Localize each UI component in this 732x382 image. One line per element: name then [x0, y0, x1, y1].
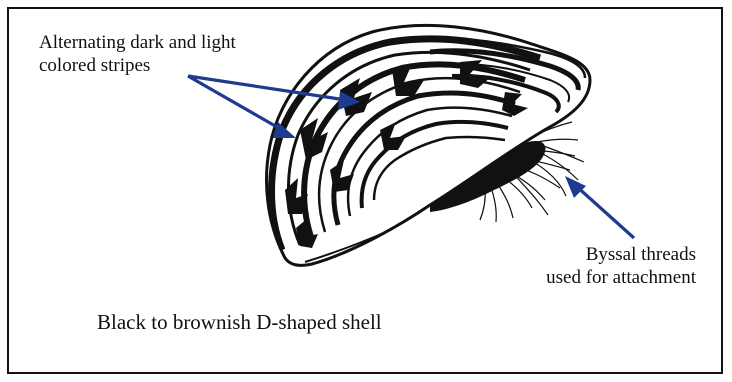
- byssal-label-line-2: used for attachment: [546, 266, 696, 289]
- stripes-label-line-2: colored stripes: [39, 54, 236, 77]
- arrow-to-byssal-threads-icon: [565, 176, 634, 238]
- shell-caption: Black to brownish D-shaped shell: [97, 309, 382, 335]
- byssal-label-line-1: Byssal threads: [546, 243, 696, 266]
- stripes-label: Alternating dark and light colored strip…: [39, 31, 236, 77]
- byssal-label: Byssal threads used for attachment: [546, 243, 696, 289]
- stripes-label-line-1: Alternating dark and light: [39, 31, 236, 54]
